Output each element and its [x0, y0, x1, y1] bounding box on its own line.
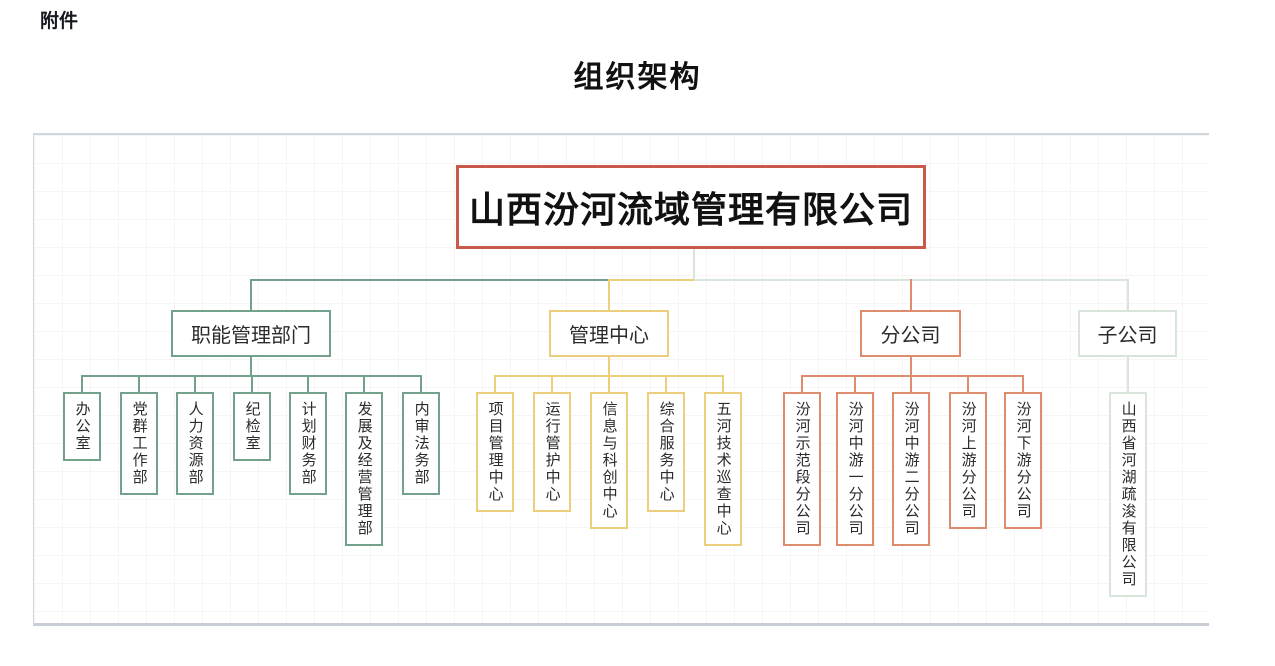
connector-line [494, 375, 496, 392]
leaf-label: 办公室 [73, 401, 91, 452]
connector-line [967, 375, 969, 392]
leaf-node: 党群工作部 [120, 392, 158, 495]
leaf-label: 发展及经营管理部 [355, 401, 373, 537]
leaf-label: 党群工作部 [130, 401, 148, 486]
leaf-label: 综合服务中心 [657, 401, 675, 503]
leaf-label: 五河技术巡查中心 [714, 401, 732, 537]
leaf-label: 信息与科创中心 [600, 401, 618, 520]
connector-line [250, 357, 252, 377]
leaf-label: 项目管理中心 [486, 401, 504, 503]
branch-header: 职能管理部门 [171, 310, 331, 357]
connector-line [307, 375, 309, 392]
connector-line [608, 279, 694, 281]
connector-line [608, 357, 610, 377]
leaf-node: 汾河示范段分公司 [783, 392, 821, 546]
leaf-label: 汾河中游一分公司 [846, 401, 864, 537]
connector-line [551, 375, 553, 392]
branch-header: 管理中心 [549, 310, 669, 357]
connector-line [138, 375, 140, 392]
connector-line [1127, 357, 1129, 392]
leaf-label: 汾河下游分公司 [1014, 401, 1032, 520]
connector-line [250, 279, 252, 310]
connector-line [608, 375, 610, 392]
leaf-label: 运行管护中心 [543, 401, 561, 503]
connector-line [801, 375, 803, 392]
leaf-node: 人力资源部 [176, 392, 214, 495]
leaf-node: 项目管理中心 [476, 392, 514, 512]
connector-line [250, 279, 610, 281]
leaf-node: 纪检室 [233, 392, 271, 461]
connector-line [910, 375, 912, 392]
org-chart: 山西汾河流域管理有限公司 职能管理部门办公室 党群工作部 人力资源部 纪检室 计划财务部… [33, 133, 1209, 626]
leaf-node: 发展及经营管理部 [345, 392, 383, 546]
leaf-label: 内审法务部 [412, 401, 430, 486]
connector-line [1022, 375, 1024, 392]
leaf-node: 办公室 [63, 392, 101, 461]
connector-line [801, 375, 1024, 377]
connector-line [1127, 279, 1129, 310]
leaf-node: 运行管护中心 [533, 392, 571, 512]
connector-line [251, 375, 253, 392]
leaf-label: 汾河中游二分公司 [902, 401, 920, 537]
leaf-label: 纪检室 [243, 401, 261, 452]
leaf-node: 计划财务部 [289, 392, 327, 495]
leaf-label: 计划财务部 [299, 401, 317, 486]
connector-line [81, 375, 83, 392]
leaf-node: 山西省河湖疏浚有限公司 [1109, 392, 1147, 597]
connector-line [910, 357, 912, 377]
root-node: 山西汾河流域管理有限公司 [456, 165, 926, 249]
leaf-label: 人力资源部 [186, 401, 204, 486]
leaf-node: 五河技术巡查中心 [704, 392, 742, 546]
connector-line [194, 375, 196, 392]
page-title: 组织架构 [573, 61, 702, 94]
connector-line [608, 279, 610, 310]
leaf-label: 汾河示范段分公司 [793, 401, 811, 537]
connector-line [693, 249, 695, 281]
attachment-label: 附件 [40, 11, 79, 32]
leaf-label: 山西省河湖疏浚有限公司 [1119, 401, 1137, 588]
leaf-node: 内审法务部 [402, 392, 440, 495]
connector-line [910, 279, 912, 310]
leaf-node: 汾河上游分公司 [949, 392, 987, 529]
connector-line [665, 375, 667, 392]
connector-line [420, 375, 422, 392]
leaf-label: 汾河上游分公司 [959, 401, 977, 520]
leaf-node: 汾河下游分公司 [1004, 392, 1042, 529]
leaf-node: 综合服务中心 [647, 392, 685, 512]
branch-header: 子公司 [1078, 310, 1177, 357]
branch-header: 分公司 [860, 310, 961, 357]
connector-line [854, 375, 856, 392]
leaf-node: 汾河中游一分公司 [836, 392, 874, 546]
connector-line [722, 375, 724, 392]
leaf-node: 信息与科创中心 [590, 392, 628, 529]
connector-line [363, 375, 365, 392]
leaf-node: 汾河中游二分公司 [892, 392, 930, 546]
